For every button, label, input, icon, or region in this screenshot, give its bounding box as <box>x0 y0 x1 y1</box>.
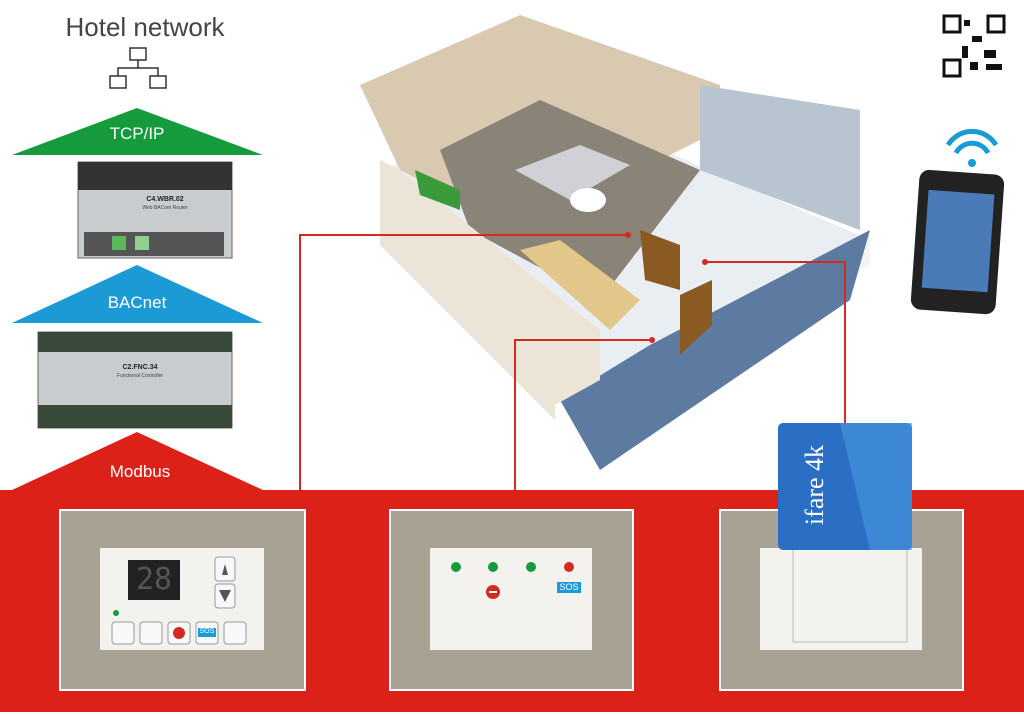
functional-controller-device <box>37 331 233 429</box>
router-subtitle: Web BACnet Router <box>142 205 188 211</box>
network-icon <box>109 47 167 89</box>
diagram-title: Hotel network <box>65 12 225 42</box>
router-model: C4.WBR.02 <box>146 196 184 203</box>
controller-model: C2.FNC.34 <box>122 364 158 371</box>
thermostat-sos-label: SOS <box>199 628 215 635</box>
keycard-brand: ifare 4k <box>800 444 829 526</box>
wire-thermostat <box>299 234 628 510</box>
sos-badge <box>557 582 581 593</box>
modbus-label: Modbus <box>109 462 171 481</box>
panel-frames <box>59 509 964 691</box>
smartphone-icon <box>910 169 1005 315</box>
status-leds <box>451 562 574 572</box>
fan-button <box>139 621 163 645</box>
keycard <box>778 423 912 550</box>
web-bacnet-router-device <box>77 161 233 259</box>
wiring <box>299 234 846 510</box>
controller-subtitle: Functional Controller <box>116 373 164 379</box>
maid-button <box>223 621 247 645</box>
hotel-room-illustration <box>360 15 870 470</box>
temperature-display <box>128 560 180 600</box>
power-button <box>111 621 135 645</box>
wifi-icon <box>945 128 999 167</box>
tcpip-layer <box>12 108 263 155</box>
bacnet-layer <box>12 265 263 323</box>
wire-keycard <box>705 261 846 425</box>
temperature-value: 28 <box>135 562 173 597</box>
qr-code <box>942 14 1006 78</box>
wire-room-panel <box>514 339 652 510</box>
room-sos-label: SOS <box>559 582 579 592</box>
bacnet-label: BACnet <box>107 293 167 312</box>
tcpip-label: TCP/IP <box>109 124 165 143</box>
